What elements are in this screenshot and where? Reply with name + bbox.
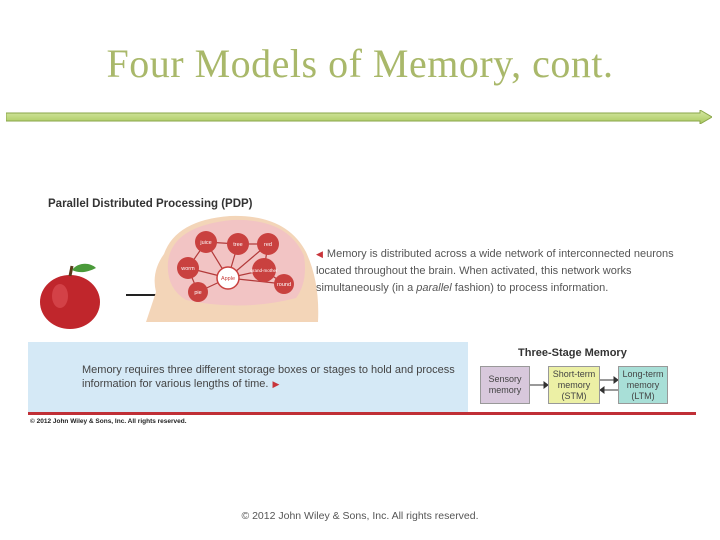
three-stage-band: [28, 342, 468, 412]
three-stage-heading: Three-Stage Memory: [518, 347, 627, 359]
node-label: pie: [194, 290, 201, 296]
stage-long-term-memory: Long-term memory (LTM): [618, 366, 668, 404]
pointer-left-icon: ◀: [316, 249, 323, 259]
slide-title: Four Models of Memory, cont.: [106, 41, 614, 86]
node-label: round: [277, 282, 291, 288]
node-label: Apple: [221, 276, 235, 282]
node-label: red: [264, 242, 272, 248]
title-divider-arrow: [6, 110, 712, 124]
node-red: red: [257, 233, 279, 255]
node-label: tree: [233, 242, 242, 248]
stage-arrows: [530, 376, 619, 394]
node-grandmother: grand-mother: [250, 258, 278, 282]
figure-divider: [28, 412, 696, 415]
pdp-description: ◀Memory is distributed across a wide net…: [316, 248, 674, 294]
stage-sensory-memory: Sensory memory: [480, 366, 530, 404]
pointer-right-icon: ▶: [272, 379, 280, 389]
node-label: worm: [180, 266, 195, 272]
node-worm: worm: [177, 257, 199, 279]
node-round: round: [274, 274, 294, 294]
node-pie: pie: [188, 282, 208, 302]
node-label: grand-mother: [250, 268, 278, 273]
node-tree: tree: [227, 233, 249, 255]
apple-image: [40, 263, 100, 329]
figure-copyright: © 2012 John Wiley & Sons, Inc. All right…: [30, 418, 187, 425]
three-stage-description: Memory requires three different storage …: [82, 364, 455, 390]
stage-short-term-memory: Short-term memory (STM): [548, 366, 600, 404]
slide-footer: © 2012 John Wiley & Sons, Inc. All right…: [241, 510, 479, 522]
node-juice: juice: [195, 231, 217, 253]
node-apple: Apple: [216, 266, 240, 290]
node-label: juice: [199, 240, 211, 246]
pdp-heading: Parallel Distributed Processing (PDP): [48, 198, 253, 210]
memory-models-figure: Parallel Distributed Processing (PDP): [28, 190, 700, 430]
head-network-illustration: juice tree red worm grand-mother pie App…: [146, 215, 319, 322]
